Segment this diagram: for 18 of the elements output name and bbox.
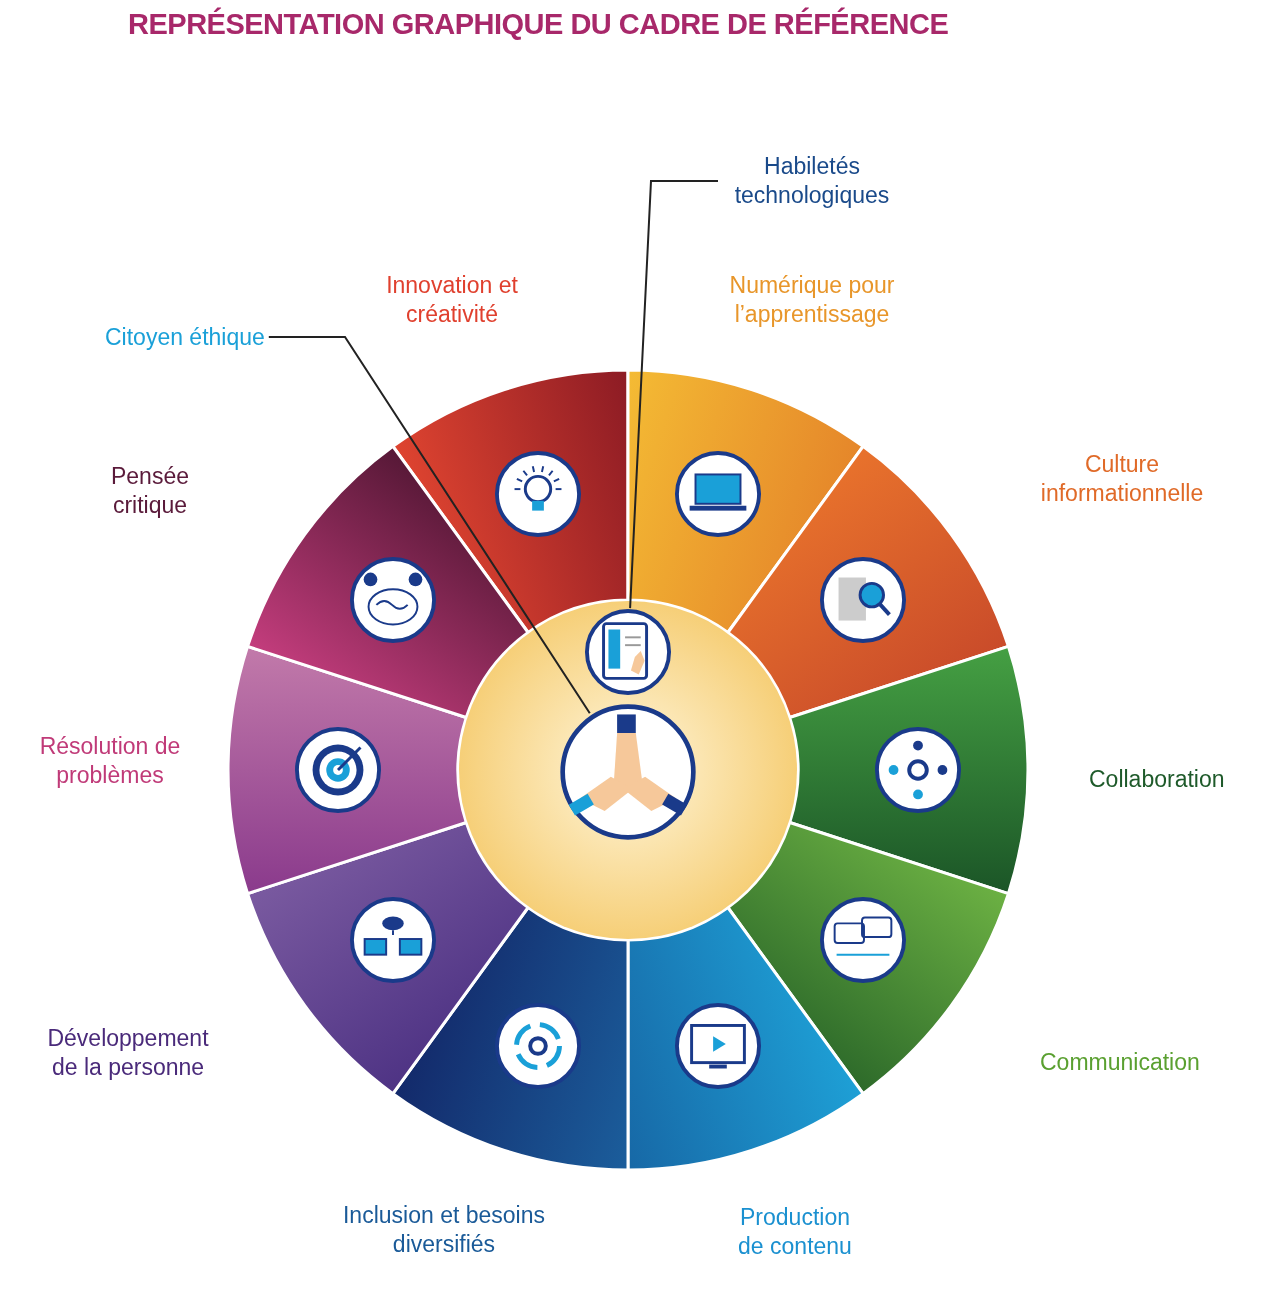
segment-label: Pensée critique	[100, 462, 200, 520]
segment-label: Innovation et créativité	[342, 271, 562, 329]
segment-label: Inclusion et besoins diversifiés	[339, 1201, 549, 1259]
segment-label: Collaboration	[1089, 764, 1225, 794]
tablet-picture	[584, 608, 672, 696]
segment-label: Communication	[1040, 1047, 1200, 1077]
leader-line	[629, 180, 719, 610]
segment-label: Production de contenu	[725, 1203, 865, 1261]
center-disc	[458, 600, 798, 940]
callout-text: Habiletés technologiques	[722, 152, 902, 210]
segment-label: Développement de la personne	[38, 1024, 218, 1082]
segment-label: Culture informationnelle	[1012, 450, 1232, 508]
hands-picture	[558, 702, 698, 842]
segment-label: Résolution de problèmes	[25, 732, 195, 790]
title: REPRÉSENTATION GRAPHIQUE DU CADRE DE RÉFÉRENCE	[128, 8, 949, 41]
segment-label: Numérique pour l’apprentissage	[702, 271, 922, 329]
callout-text: Citoyen éthique	[105, 322, 265, 352]
leader-line	[267, 336, 591, 715]
